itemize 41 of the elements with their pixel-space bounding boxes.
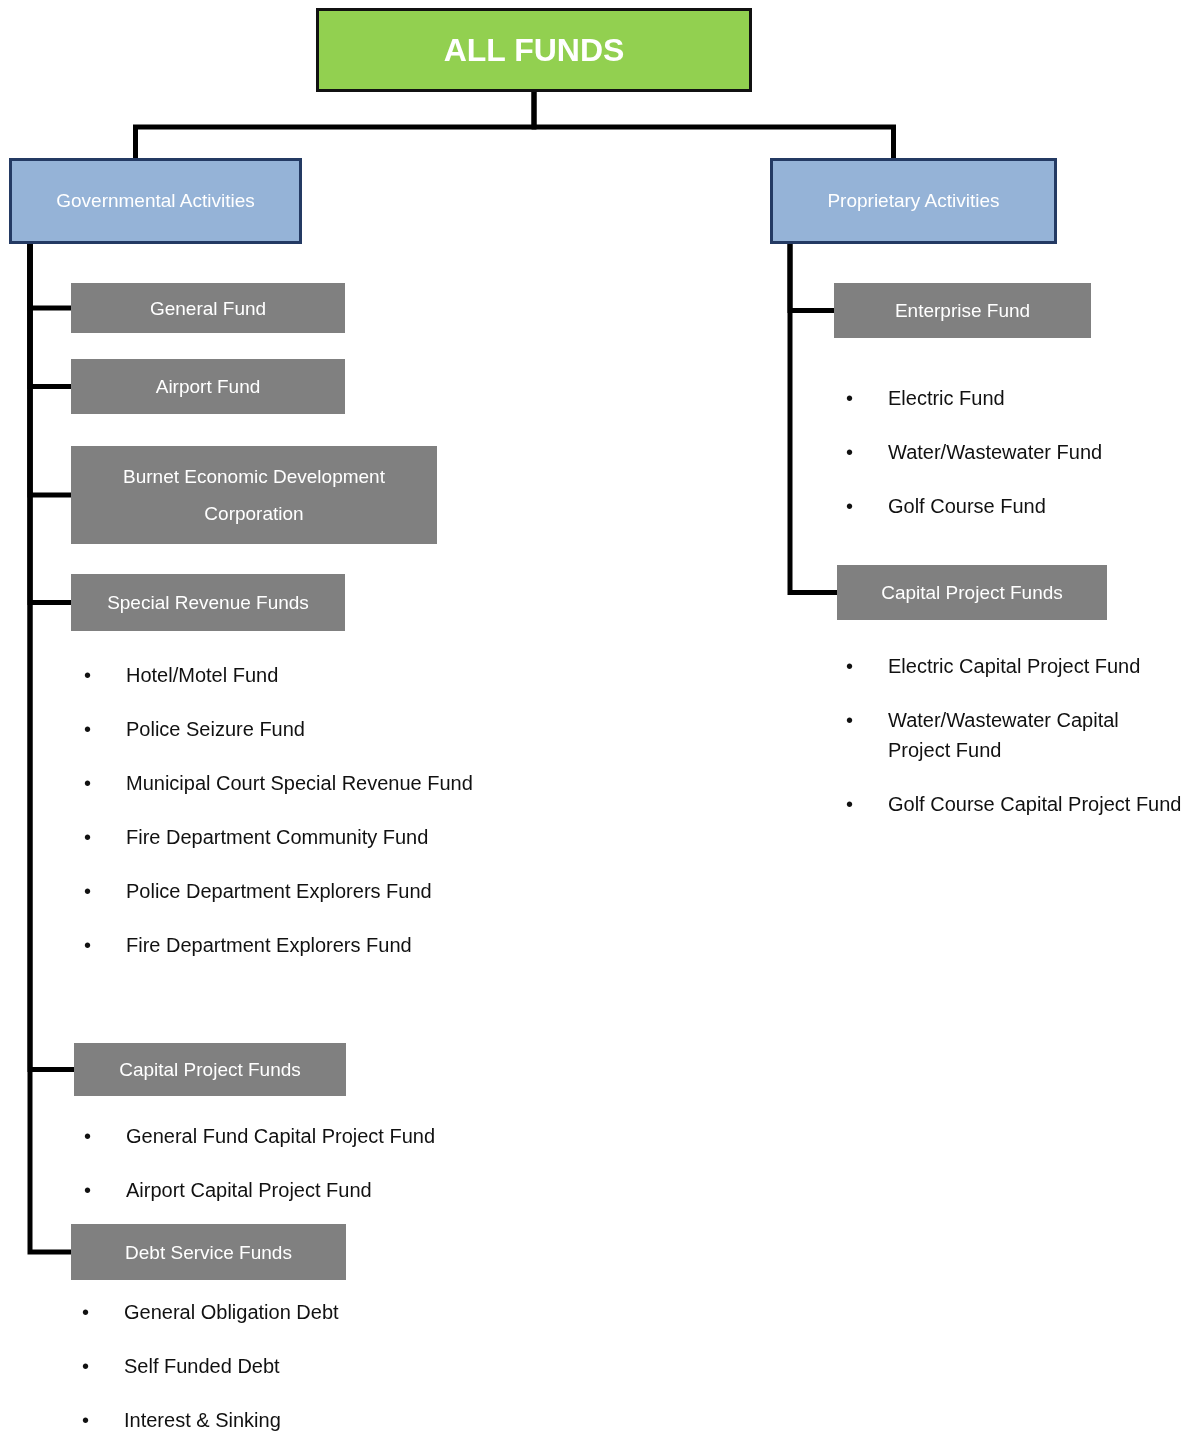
bullet-item: • General Obligation Debt — [82, 1300, 340, 1325]
bullet-item: • Municipal Court Special Revenue Fund — [84, 771, 474, 796]
box-label: Special Revenue Funds — [107, 591, 309, 615]
title-box — [316, 8, 752, 92]
fund-box — [71, 446, 437, 544]
fund-box — [837, 565, 1107, 620]
bullet-item: • Water/Wastewater Fund — [846, 440, 1104, 465]
bullet-item: • Golf Course Fund — [846, 494, 1047, 519]
bullet-item: • Fire Department Explorers Fund — [84, 933, 413, 958]
box-label: Burnet Economic Development Corporation — [122, 465, 386, 526]
bullet-item: • Water/Wastewater Capital Project Fund — [846, 708, 1120, 763]
box-label: Capital Project Funds — [119, 1058, 301, 1082]
bullet-item: • Electric Fund — [846, 386, 1006, 411]
bullet-item: • Police Department Explorers Fund — [84, 879, 433, 904]
connector-line — [787, 244, 837, 595]
category-box — [9, 158, 302, 244]
connector-line — [531, 92, 896, 158]
bullet-item: • Self Funded Debt — [82, 1354, 281, 1379]
fund-box — [71, 574, 345, 631]
box-label: Governmental Activities — [56, 190, 255, 212]
fund-box — [834, 283, 1091, 338]
bullet-item: • Hotel/Motel Fund — [84, 663, 280, 688]
bullet-item: • Golf Course Capital Project Fund — [846, 792, 1183, 817]
box-label: ALL FUNDS — [443, 31, 625, 69]
box-label: Airport Fund — [155, 375, 261, 399]
fund-box — [71, 283, 345, 333]
box-label: General Fund — [149, 296, 267, 321]
bullet-item: • General Fund Capital Project Fund — [84, 1124, 437, 1149]
box-label: Capital Project Funds — [881, 581, 1063, 605]
bullet-item: • Airport Capital Project Fund — [84, 1178, 373, 1203]
bullet-item: • Interest & Sinking — [82, 1408, 282, 1433]
fund-box — [71, 1224, 346, 1280]
bullet-item: • Fire Department Community Fund — [84, 825, 430, 850]
bullet-item: • Electric Capital Project Fund — [846, 654, 1142, 679]
fund-box — [74, 1043, 346, 1096]
bullet-item: • Police Seizure Fund — [84, 717, 306, 742]
fund-box — [71, 359, 345, 414]
box-label: Proprietary Activities — [827, 190, 1000, 212]
category-box — [770, 158, 1057, 244]
box-label: Debt Service Funds — [125, 1240, 292, 1265]
box-label: Enterprise Fund — [894, 299, 1031, 323]
